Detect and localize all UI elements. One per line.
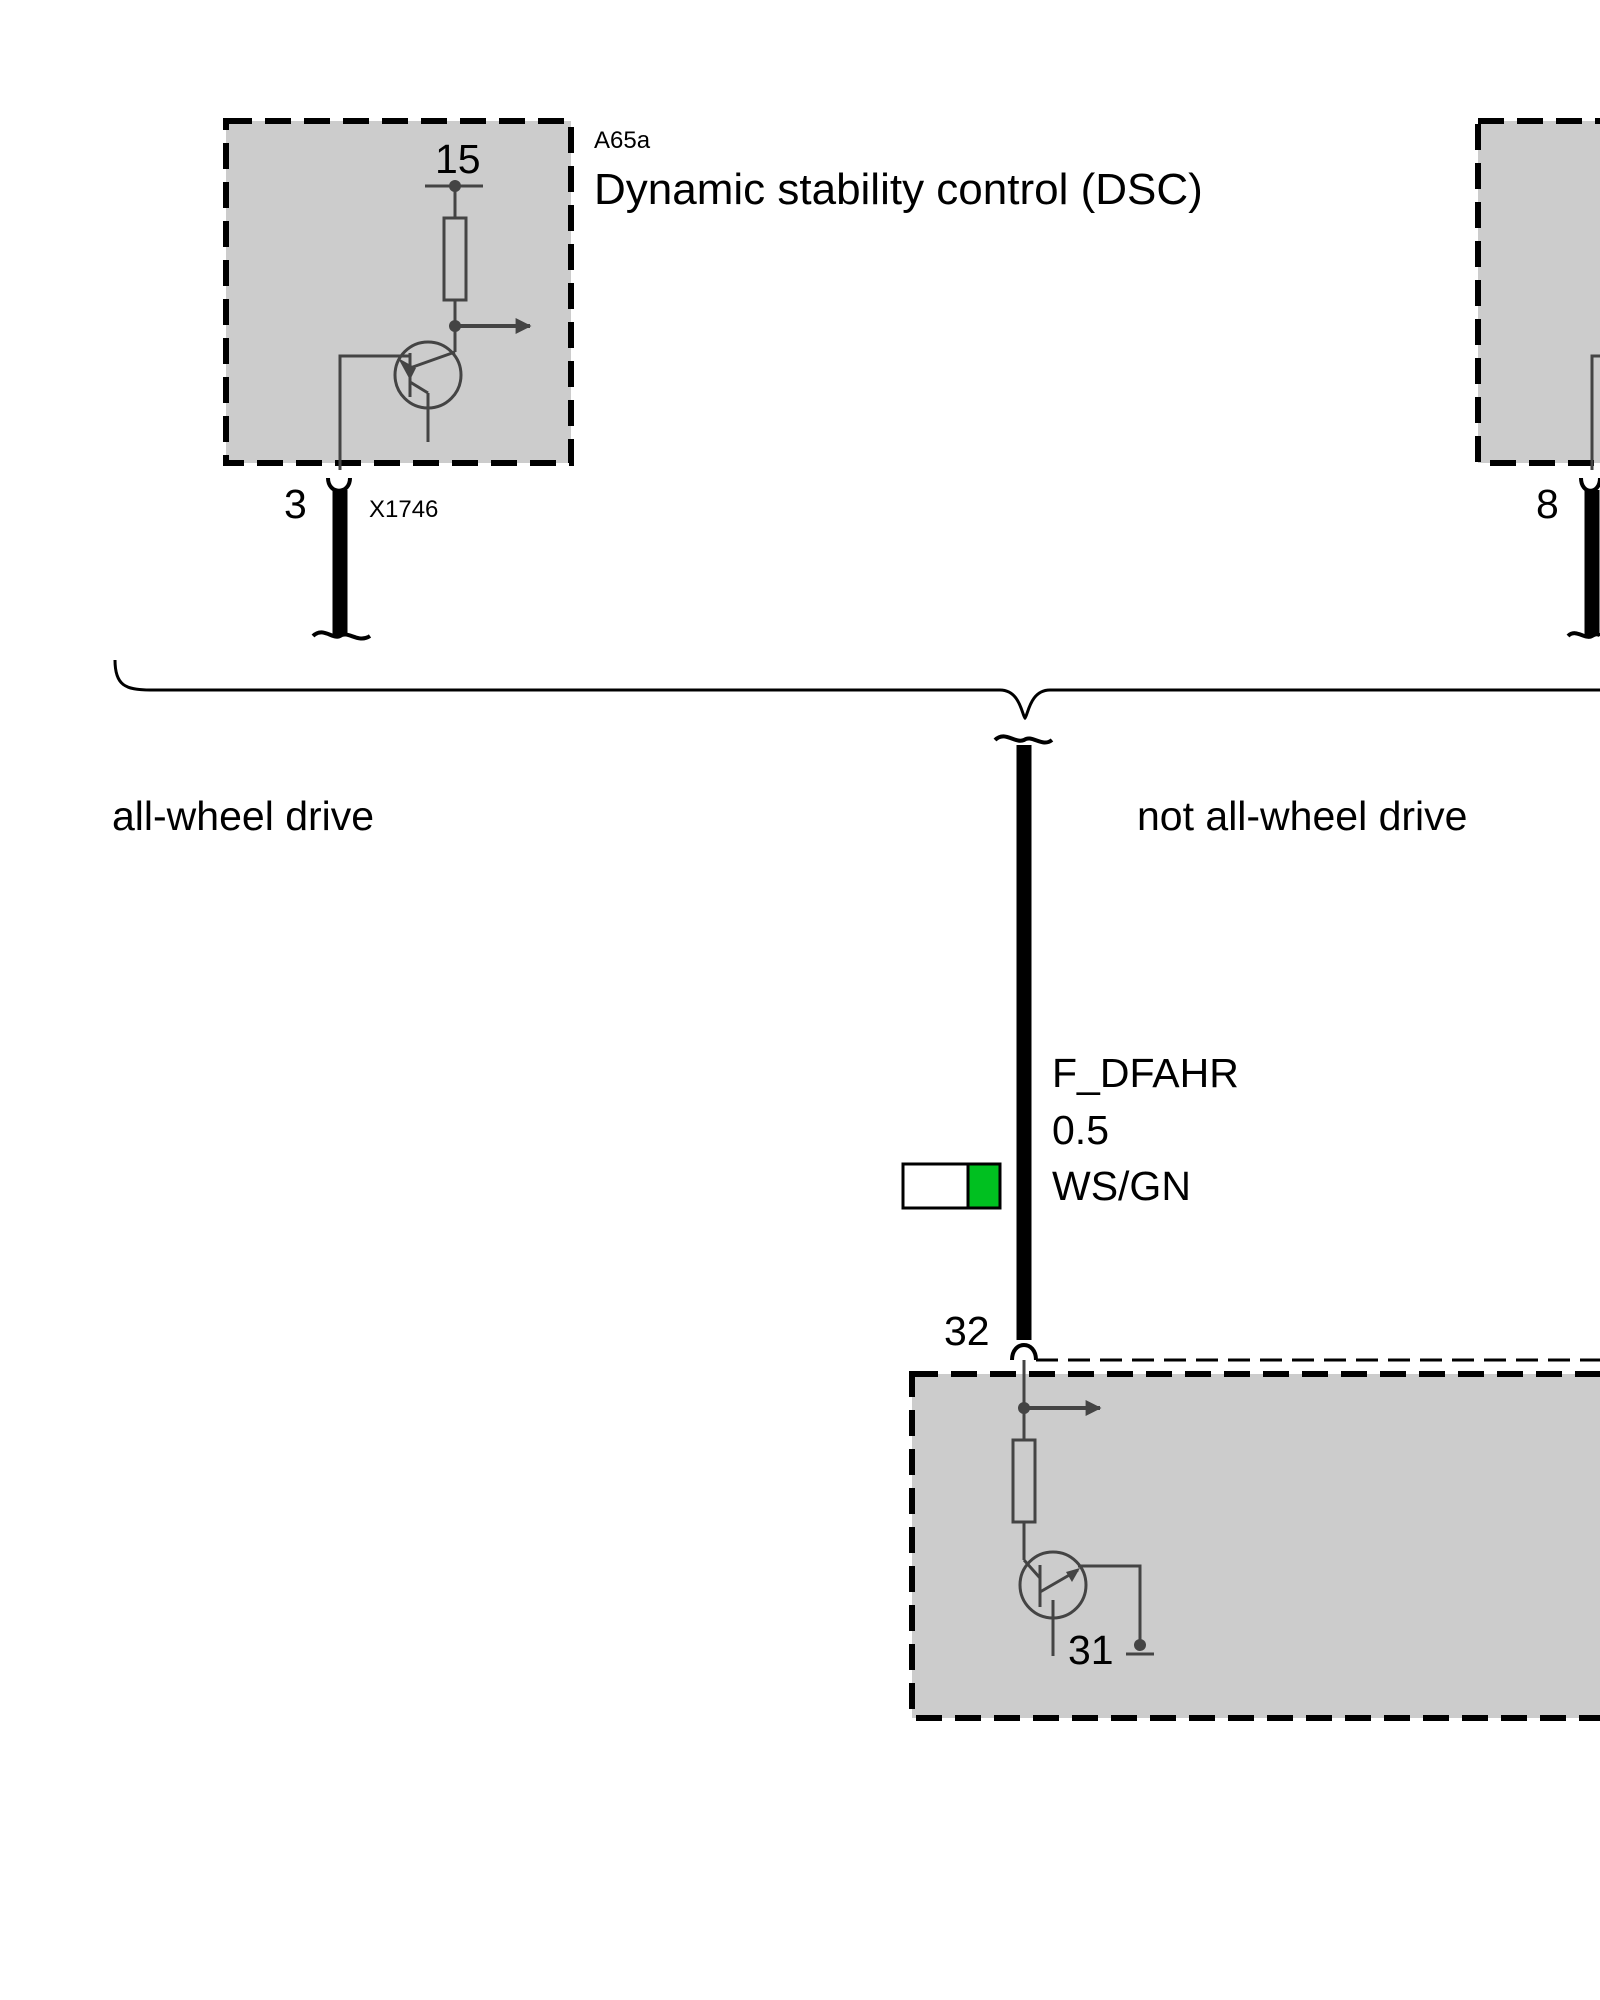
bottom-module-box (909, 1371, 1600, 1721)
ground-terminal-label: 31 (1068, 1627, 1114, 1673)
transistor-icon (393, 340, 463, 442)
bottom-control-unit (909, 1343, 1600, 1721)
right-module-box (1475, 118, 1600, 466)
pin-3-connector-icon (326, 477, 352, 493)
wire-break-icon (1566, 631, 1600, 639)
variant-right-label: not all-wheel drive (1137, 793, 1467, 839)
right-control-unit (1475, 118, 1600, 639)
module-name-label: Dynamic stability control (DSC) (594, 165, 1203, 214)
pin-32-connector-icon (1010, 1343, 1038, 1361)
wire-color-swatch (901, 1162, 1002, 1210)
wire-signal-label: F_DFAHR (1052, 1050, 1239, 1096)
supply-terminal-label: 15 (435, 136, 481, 182)
variant-brace (113, 659, 1600, 721)
wire-cross-section-label: 0.5 (1052, 1107, 1109, 1153)
emitter-lead (1078, 1564, 1142, 1645)
variant-left-label: all-wheel drive (112, 793, 374, 839)
transistor-icon (1018, 1550, 1088, 1656)
color-swatch-primary (901, 1162, 970, 1210)
wire-color-label: WS/GN (1052, 1163, 1191, 1209)
wire-break-icon (993, 734, 1054, 745)
connector-label: X1746 (369, 496, 438, 523)
module-ref-label: A65a (594, 127, 651, 154)
ground-dot (1134, 1639, 1146, 1651)
base-lead (338, 354, 410, 470)
color-swatch-secondary (966, 1162, 1002, 1210)
dsc-module-box (223, 118, 574, 466)
pin-number-label: 8 (1536, 481, 1559, 527)
dsc-control-unit (223, 118, 574, 641)
pin-number-label: 32 (944, 1308, 990, 1354)
wire-break-icon (311, 630, 372, 641)
pin-8-connector-icon (1579, 477, 1600, 493)
pin-number-label: 3 (284, 481, 307, 527)
